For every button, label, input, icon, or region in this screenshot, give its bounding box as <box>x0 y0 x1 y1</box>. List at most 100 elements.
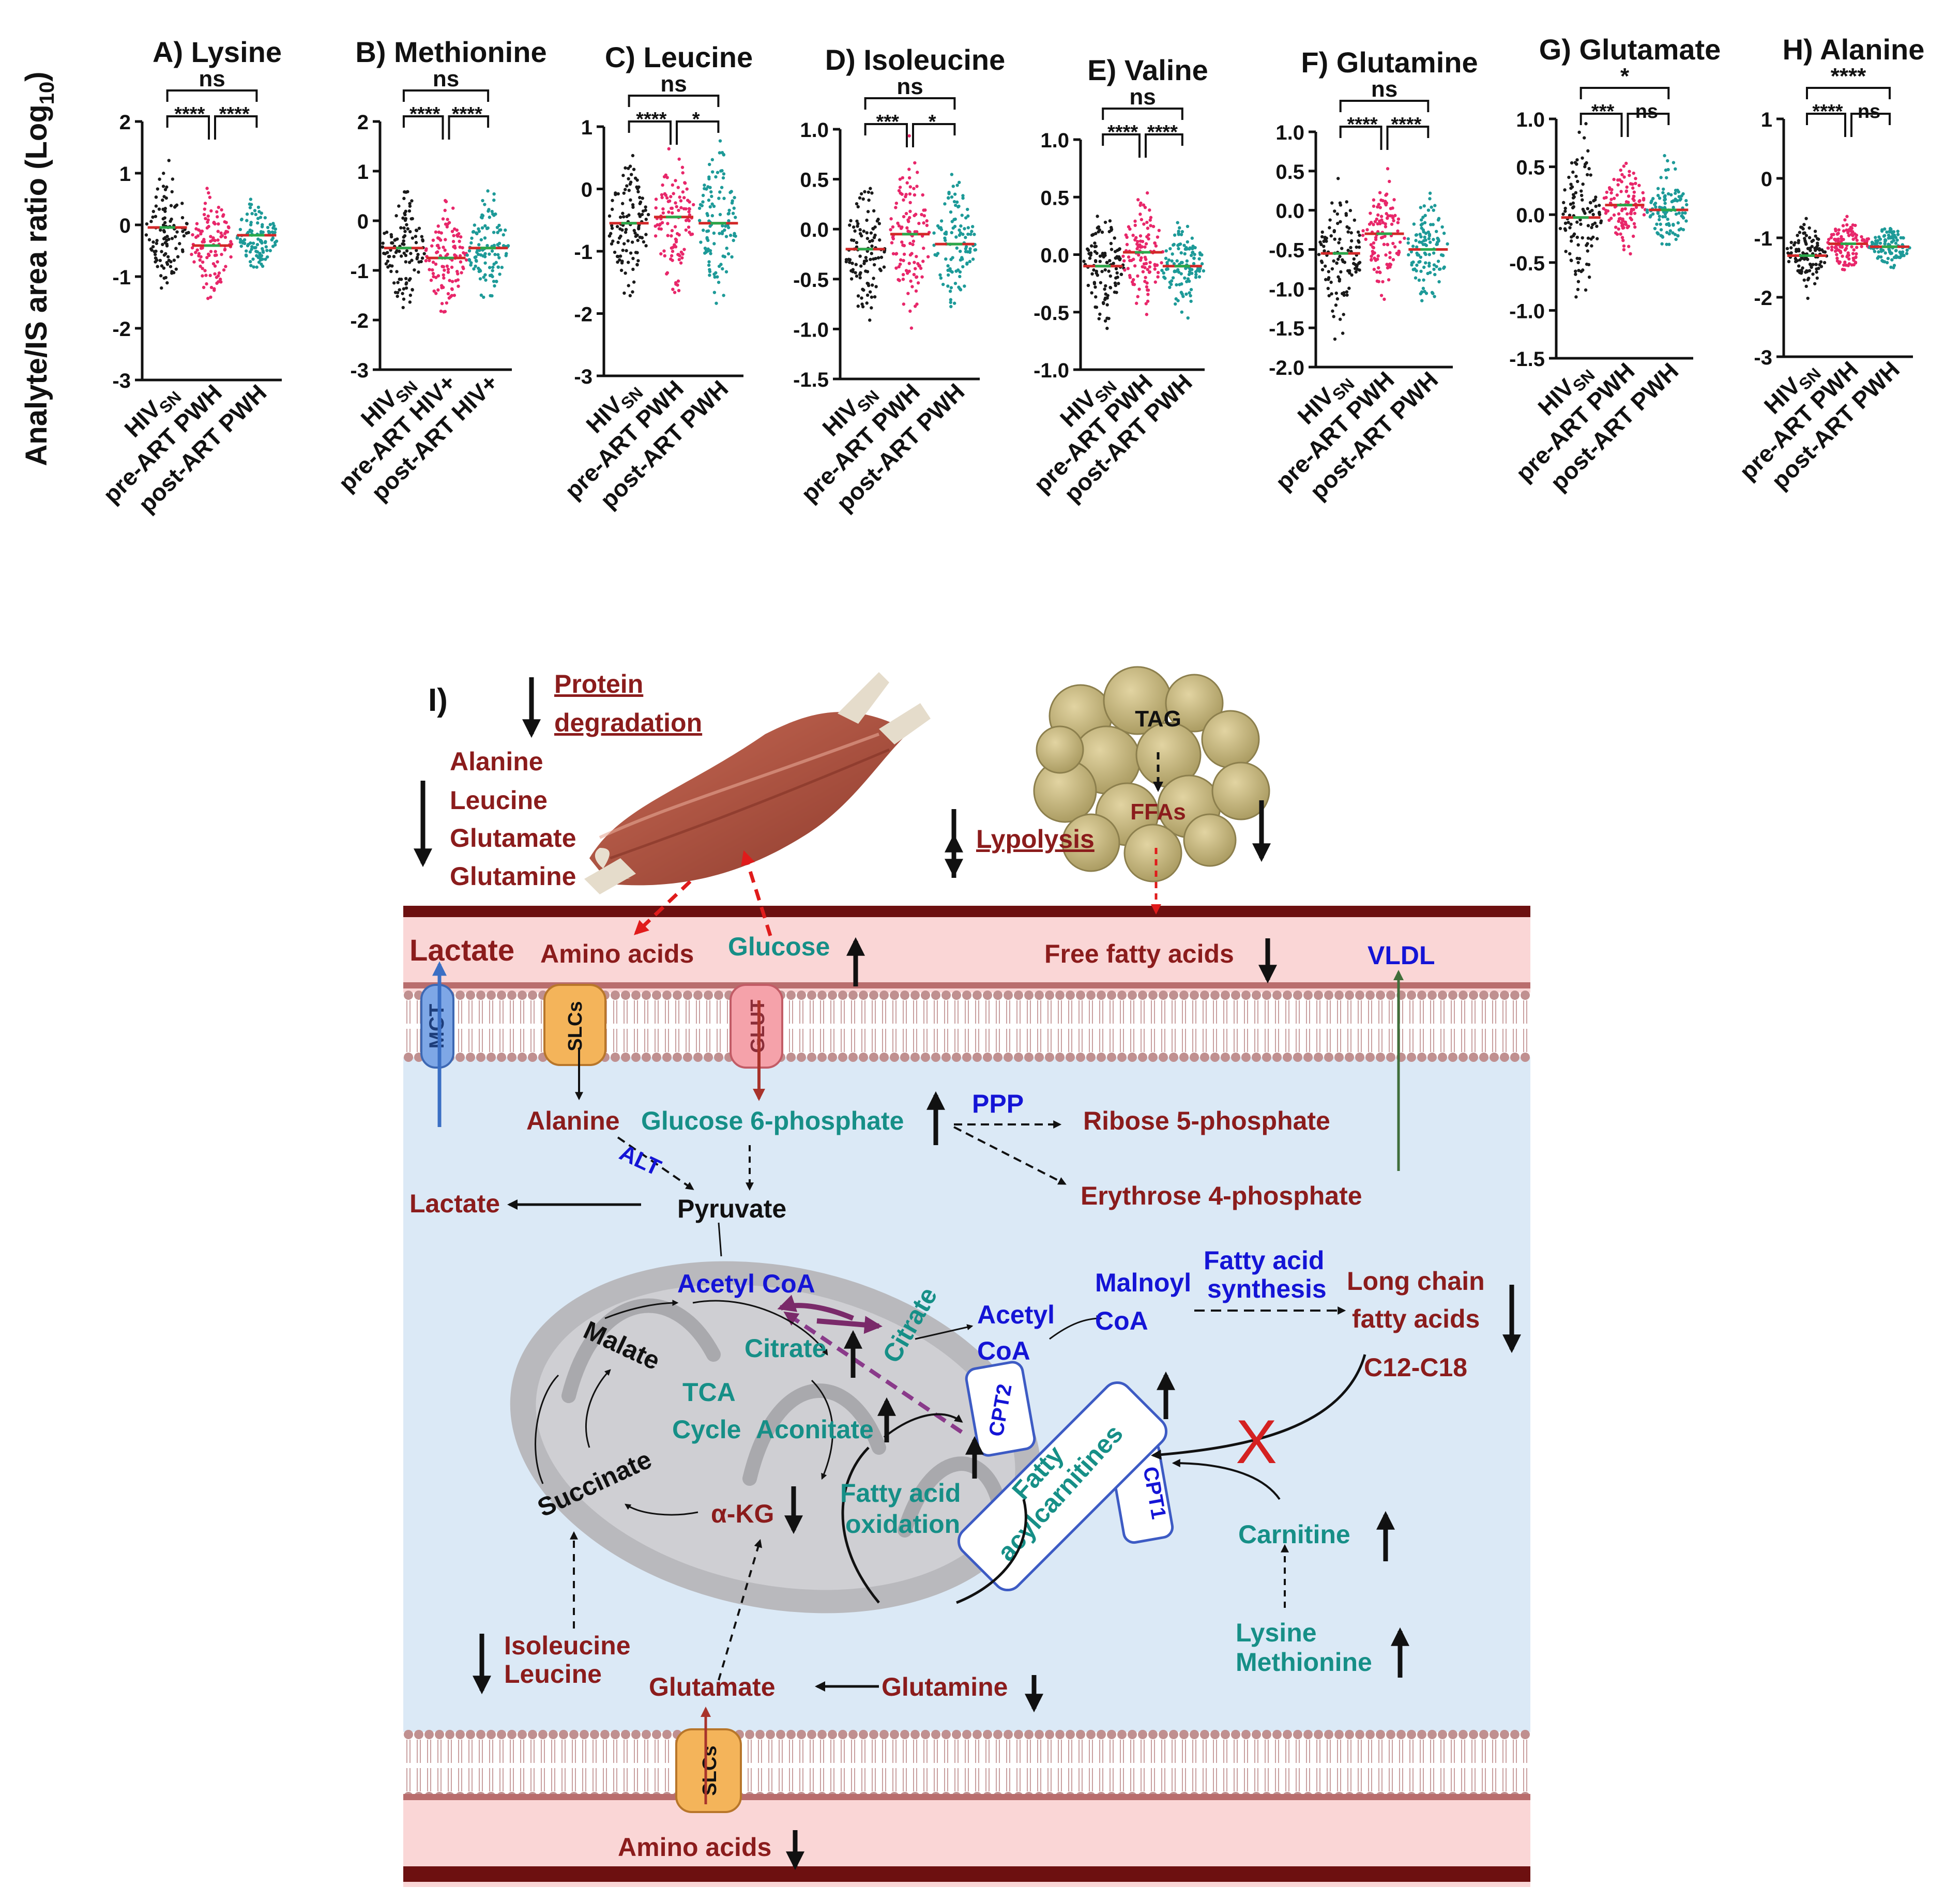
data-point <box>388 254 391 258</box>
data-point <box>1894 236 1898 239</box>
data-point <box>1627 201 1630 204</box>
data-point <box>958 233 962 237</box>
data-point <box>271 226 275 230</box>
data-point <box>1188 291 1191 295</box>
mct-transporter[interactable]: MCT <box>420 984 454 1069</box>
data-point <box>966 207 969 211</box>
data-point <box>1685 203 1689 207</box>
data-point <box>1877 255 1880 258</box>
data-point <box>958 228 961 232</box>
data-point <box>1122 259 1126 263</box>
data-point <box>1389 263 1392 266</box>
glut-transporter[interactable]: GLUT <box>730 984 783 1069</box>
data-point <box>1418 233 1422 236</box>
data-point <box>1340 247 1344 250</box>
data-point <box>163 221 167 224</box>
data-point <box>1371 245 1375 249</box>
data-point <box>712 291 717 294</box>
data-point <box>1899 251 1903 255</box>
data-point <box>174 267 178 271</box>
data-point <box>164 196 168 200</box>
data-point <box>1845 223 1849 227</box>
data-point <box>1372 223 1375 226</box>
data-point <box>1582 209 1586 213</box>
data-point <box>701 193 705 197</box>
data-point <box>264 240 267 244</box>
y-tick-label: -2 <box>574 303 592 326</box>
data-point <box>732 206 736 210</box>
data-point <box>162 237 166 240</box>
data-point <box>1146 299 1150 303</box>
data-point <box>482 295 485 299</box>
data-point <box>922 246 925 250</box>
data-point <box>915 275 919 279</box>
data-point <box>1086 247 1089 251</box>
slcs-transporter-top[interactable]: SLCs <box>543 984 606 1066</box>
data-point <box>1420 299 1424 302</box>
data-point <box>1358 233 1361 237</box>
data-point <box>1883 239 1887 244</box>
data-point <box>1847 234 1851 237</box>
data-point <box>1142 203 1146 207</box>
data-point <box>249 221 253 224</box>
group-points-0 <box>1785 217 1829 300</box>
data-point <box>1591 212 1595 217</box>
data-point <box>902 198 905 202</box>
data-point <box>435 251 438 254</box>
data-point <box>1624 190 1628 193</box>
data-point <box>1620 173 1624 177</box>
data-point <box>1801 251 1805 255</box>
data-point <box>1143 266 1147 269</box>
data-point <box>392 255 396 258</box>
data-point <box>408 202 412 205</box>
data-point <box>1902 236 1905 240</box>
data-point <box>1579 222 1583 226</box>
data-point <box>1807 226 1811 230</box>
y-tick-label: 0 <box>119 215 131 237</box>
data-point <box>1681 216 1685 220</box>
data-point <box>874 256 877 261</box>
data-point <box>491 269 494 272</box>
data-point <box>1189 294 1192 298</box>
data-point <box>1369 221 1373 224</box>
data-point <box>151 215 155 219</box>
data-point <box>915 185 919 188</box>
data-point <box>681 171 685 175</box>
data-point <box>458 254 462 257</box>
data-point <box>1320 261 1324 264</box>
data-point <box>1145 220 1149 224</box>
data-point <box>1372 198 1376 202</box>
y-tick-label: -2 <box>112 318 131 341</box>
data-point <box>1442 265 1446 269</box>
data-point <box>866 210 870 214</box>
data-point <box>488 273 492 278</box>
slcs-transporter-bottom[interactable]: SLCs <box>675 1728 742 1813</box>
data-point <box>618 258 621 262</box>
data-point <box>644 244 648 248</box>
data-point <box>902 302 906 306</box>
data-point <box>1341 258 1344 262</box>
data-point <box>1637 184 1641 187</box>
data-point <box>483 224 487 228</box>
data-point <box>1192 262 1196 266</box>
data-point <box>709 252 712 255</box>
data-point <box>1617 212 1621 216</box>
data-point <box>1575 256 1579 260</box>
data-point <box>384 262 388 266</box>
y-tick-label: -1.0 <box>1034 359 1069 382</box>
data-point <box>722 196 726 200</box>
data-point <box>865 301 869 305</box>
data-point <box>958 249 962 253</box>
data-point <box>907 262 911 265</box>
data-point <box>901 278 905 281</box>
data-point <box>478 248 481 252</box>
carnitine-label: Carnitine <box>1238 1520 1350 1549</box>
data-point <box>1191 251 1194 254</box>
data-point <box>909 279 913 283</box>
data-point <box>894 201 899 205</box>
data-point <box>1811 272 1815 276</box>
data-point <box>442 265 446 269</box>
data-point <box>1621 238 1625 242</box>
data-point <box>445 301 449 305</box>
data-point <box>209 209 213 213</box>
